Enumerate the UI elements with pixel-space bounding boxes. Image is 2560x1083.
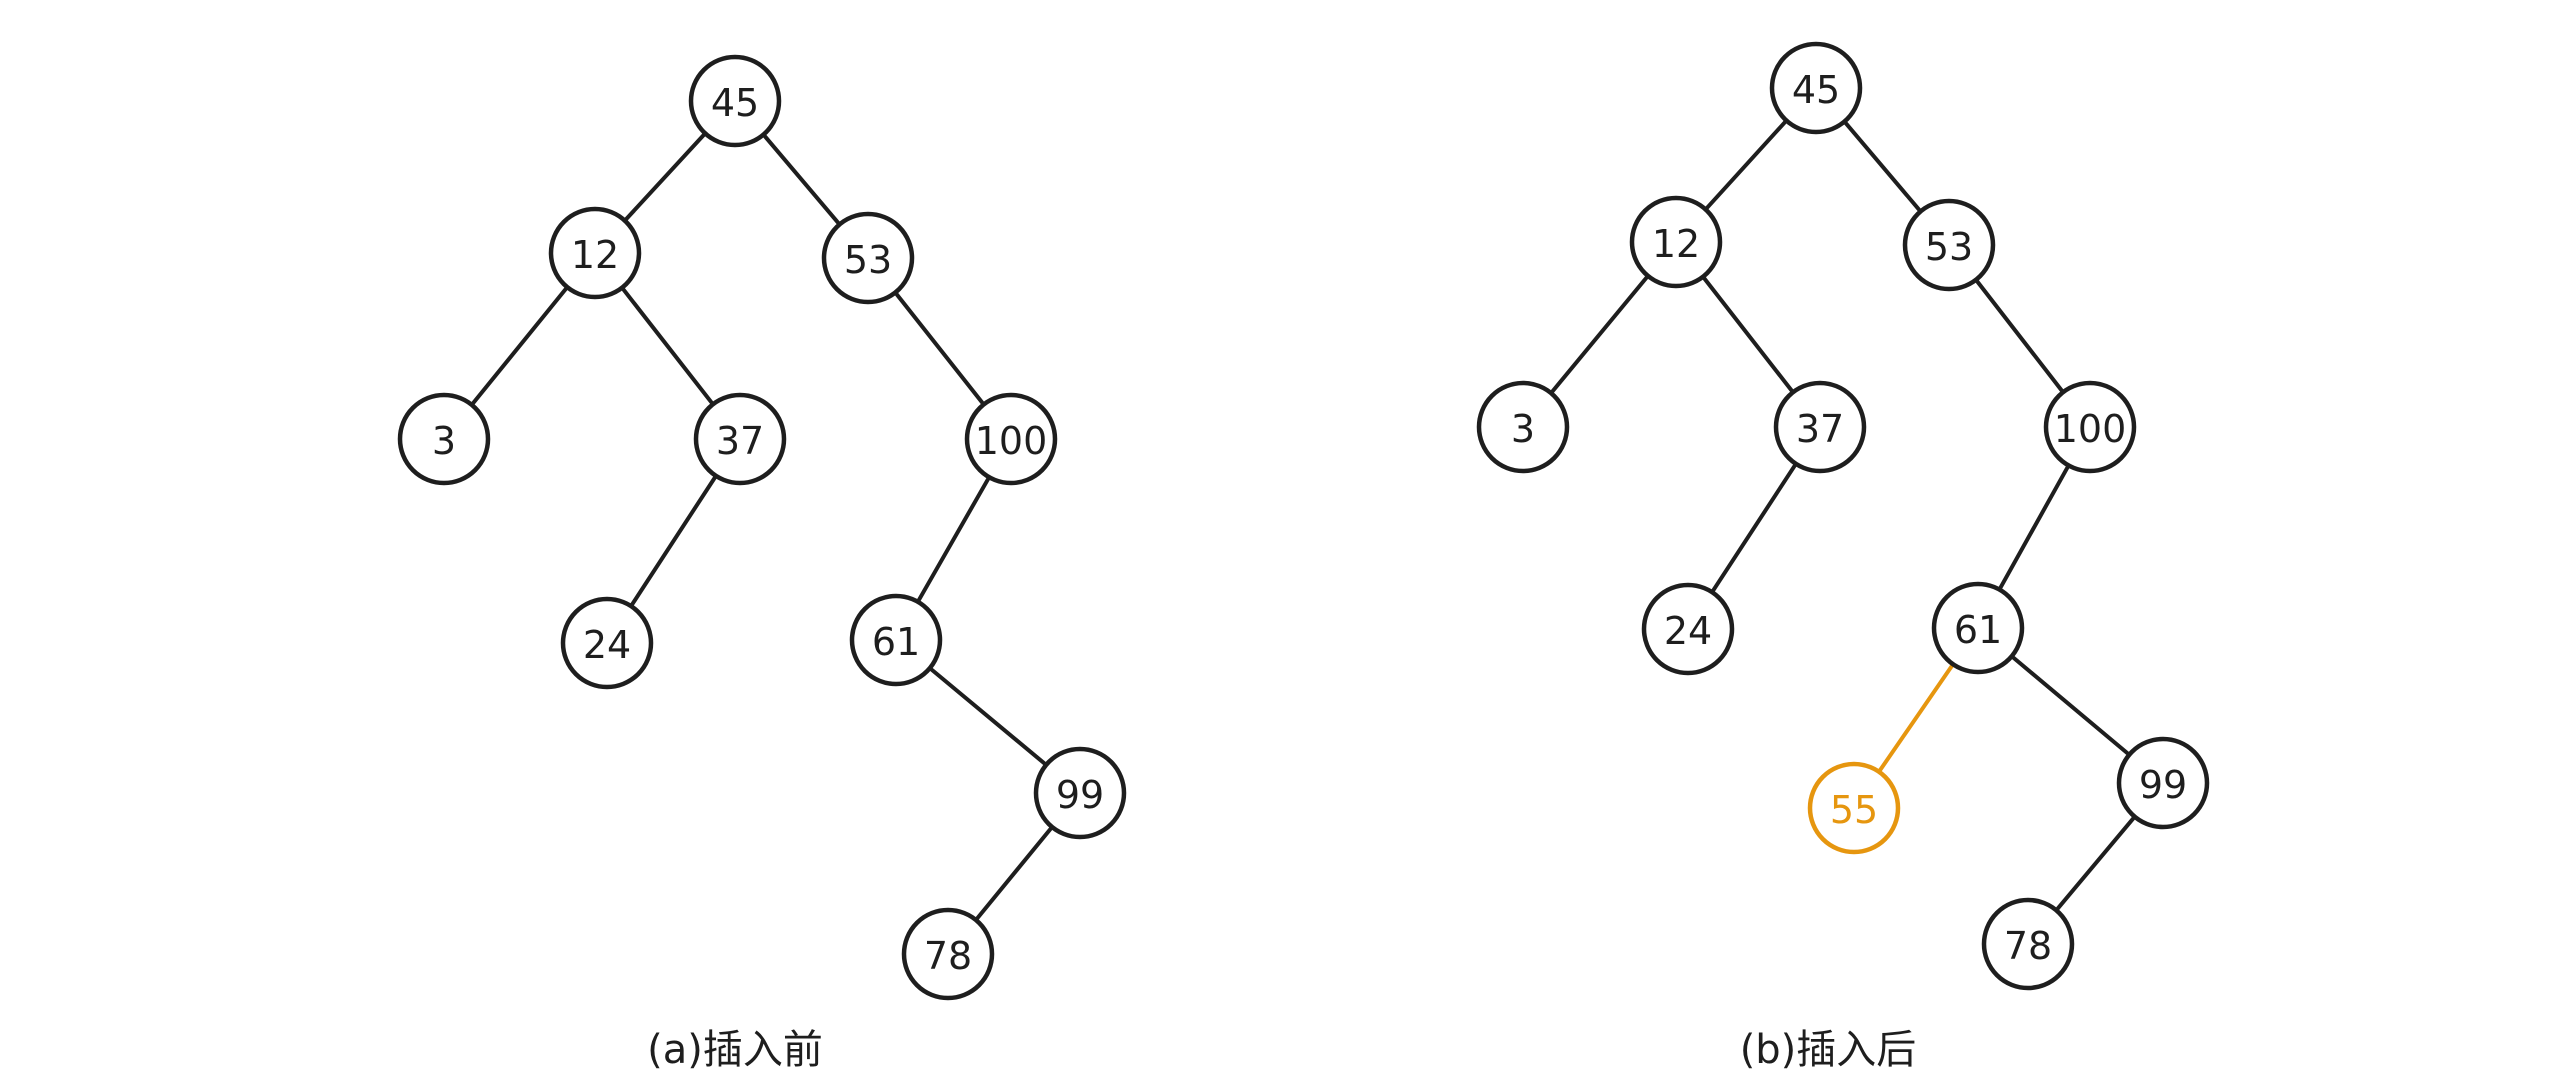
edge-100-61	[1997, 463, 2071, 592]
edge-53-100	[893, 290, 986, 407]
node-99: 99	[2116, 736, 2210, 830]
node-78: 78	[901, 907, 995, 1001]
node-label: 45	[711, 81, 759, 125]
node-24: 24	[1641, 582, 1735, 676]
node-circle	[1807, 761, 1901, 855]
node-label: 24	[583, 623, 631, 667]
edge-45-53	[1842, 119, 1923, 214]
node-label: 3	[432, 419, 456, 463]
node-100: 100	[2043, 380, 2137, 474]
node-53: 53	[1902, 198, 1996, 292]
edge-45-12	[1703, 118, 1789, 212]
node-label: 24	[1664, 609, 1712, 653]
node-circle	[693, 392, 787, 486]
edge-61-99	[927, 666, 1049, 767]
edge-100-61	[915, 475, 992, 604]
node-circle	[397, 392, 491, 486]
node-label: 12	[571, 233, 619, 277]
caption-after: (b)插入后	[1740, 1027, 1917, 1073]
edge-12-3	[1549, 273, 1650, 396]
node-45: 45	[688, 54, 782, 148]
node-61: 61	[1931, 581, 2025, 675]
node-3: 3	[397, 392, 491, 486]
node-label: 61	[872, 620, 920, 664]
node-circle	[964, 392, 1058, 486]
node-label: 99	[1056, 773, 1104, 817]
edge-99-78	[2054, 814, 2137, 913]
edge-45-53	[761, 132, 842, 227]
caption-before: (a)插入前	[647, 1027, 823, 1073]
node-circle	[1033, 746, 1127, 840]
node-78: 78	[1981, 897, 2075, 991]
node-53: 53	[821, 211, 915, 305]
node-circle	[1902, 198, 1996, 292]
node-12: 12	[1629, 195, 1723, 289]
node-45: 45	[1769, 41, 1863, 135]
node-circle	[901, 907, 995, 1001]
node-circle	[2043, 380, 2137, 474]
node-circle	[821, 211, 915, 305]
node-circle	[688, 54, 782, 148]
node-3: 3	[1476, 380, 1570, 474]
edge-99-78	[973, 825, 1055, 922]
node-label: 45	[1792, 68, 1840, 112]
node-12: 12	[548, 206, 642, 300]
edge-12-37	[620, 285, 715, 407]
node-24: 24	[560, 596, 654, 690]
node-label: 100	[2054, 407, 2127, 451]
node-circle	[1981, 897, 2075, 991]
node-100: 100	[964, 392, 1058, 486]
node-99: 99	[1033, 746, 1127, 840]
node-label: 53	[1925, 225, 1973, 269]
node-circle	[1773, 380, 1867, 474]
edge-45-12	[622, 131, 708, 223]
node-label: 53	[844, 238, 892, 282]
tree-before-insertion: 45 12 53 3 37 100 24 61 99 78	[397, 54, 1127, 1001]
node-label: 61	[1954, 608, 2002, 652]
node-label: 78	[2004, 924, 2052, 968]
node-circle	[560, 596, 654, 690]
edge-37-24	[629, 473, 718, 609]
node-label: 3	[1511, 407, 1535, 451]
edge-61-99	[2009, 654, 2132, 757]
node-circle	[1769, 41, 1863, 135]
edge-61-55	[1876, 662, 1956, 774]
node-61: 61	[849, 593, 943, 687]
edge-53-100	[1973, 277, 2066, 395]
node-circle	[1641, 582, 1735, 676]
node-label: 12	[1652, 222, 1700, 266]
edge-12-37	[1701, 274, 1795, 395]
edge-12-3	[469, 285, 570, 407]
node-label: 78	[924, 934, 972, 978]
node-label: 100	[975, 419, 1048, 463]
node-circle	[1931, 581, 2025, 675]
node-circle	[1476, 380, 1570, 474]
node-37: 37	[1773, 380, 1867, 474]
node-circle	[548, 206, 642, 300]
tree-after-insertion: 45 12 53 3 37 100 24 61 55 99 78	[1476, 41, 2210, 991]
edge-37-24	[1710, 461, 1798, 595]
node-label: 37	[1796, 407, 1844, 451]
node-label: 99	[2139, 763, 2187, 807]
node-circle	[1629, 195, 1723, 289]
node-55: 55	[1807, 761, 1901, 855]
node-37: 37	[693, 392, 787, 486]
node-circle	[849, 593, 943, 687]
node-label: 37	[716, 419, 764, 463]
node-label: 55	[1830, 788, 1878, 832]
node-circle	[2116, 736, 2210, 830]
